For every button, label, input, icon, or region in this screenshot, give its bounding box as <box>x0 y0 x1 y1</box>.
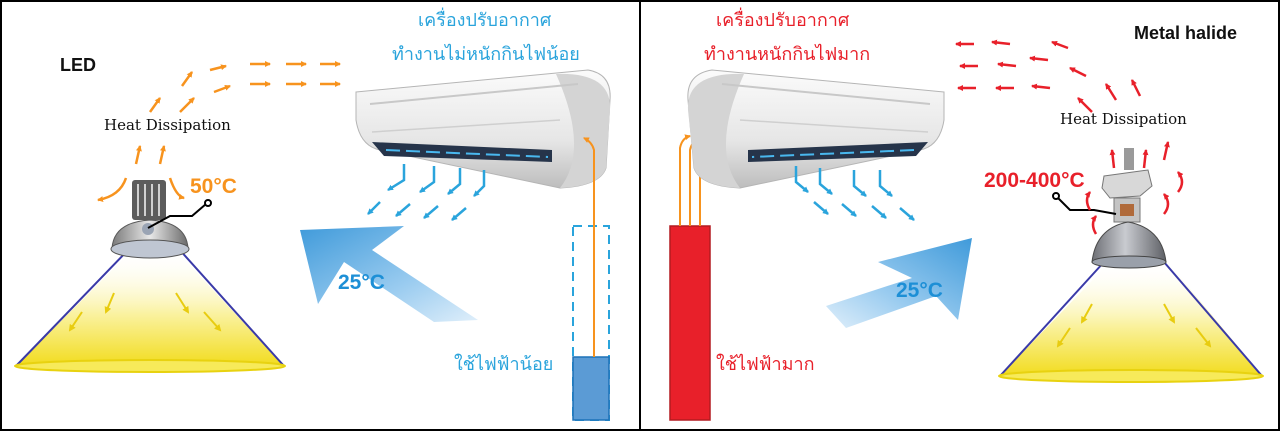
mh-light-arrows <box>1056 303 1212 348</box>
mh-light-cone <box>998 261 1264 383</box>
high-power-bar <box>669 225 711 421</box>
left-ac-title-line1: เครื่องปรับอากาศ <box>418 10 552 31</box>
right-cool-air-big-arrow <box>826 238 972 328</box>
led-heat-arrows <box>97 61 341 203</box>
right-air-conditioner-icon <box>687 69 945 189</box>
mh-heat-dissipation-label: Heat Dissipation <box>1060 110 1187 128</box>
left-cool-air-big-arrow <box>300 226 478 322</box>
led-heat-dissipation-label: Heat Dissipation <box>104 116 231 134</box>
mh-heat-arrows <box>955 39 1184 235</box>
right-cool-air-arrows <box>794 166 915 221</box>
right-room-temperature: 25°C <box>896 279 943 302</box>
led-lamp-temperature: 50°C <box>190 175 237 198</box>
led-light-cone <box>14 247 286 373</box>
left-air-conditioner-icon <box>355 69 611 189</box>
left-ac-title-line2: ทำงานไม่หนักกินไฟน้อย <box>392 44 580 65</box>
left-cool-air-arrows <box>367 164 486 221</box>
low-power-label: ใช้ไฟฟ้าน้อย <box>454 354 554 375</box>
high-power-label: ใช้ไฟฟ้ามาก <box>716 354 815 375</box>
metal-halide-panel-title: Metal halide <box>1134 23 1238 43</box>
right-ac-title-line1: เครื่องปรับอากาศ <box>716 10 850 31</box>
mh-lamp-temperature: 200-400°C <box>984 169 1085 192</box>
led-panel-title: LED <box>60 55 96 75</box>
left-power-wire <box>583 137 595 357</box>
right-ac-title-line2: ทำงานหนักกินไฟมาก <box>704 44 871 65</box>
low-power-bar <box>572 356 610 421</box>
led-light-arrows <box>68 292 222 332</box>
led-temp-pointer <box>147 199 212 229</box>
metal-halide-lamp-icon <box>1091 148 1167 269</box>
mh-temp-pointer <box>1052 192 1117 215</box>
led-highbay-lamp-icon <box>110 180 190 259</box>
left-room-temperature: 25°C <box>338 271 385 294</box>
